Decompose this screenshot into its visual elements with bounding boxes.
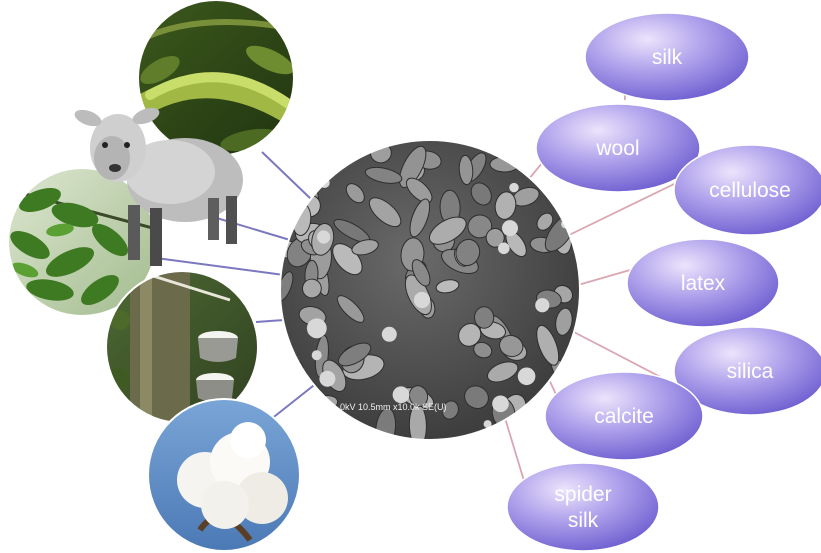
- particle-cluster: [498, 243, 510, 255]
- material-bubble-spider-silk: spidersilk: [507, 463, 659, 551]
- material-label-wool: wool: [595, 137, 639, 160]
- material-label-latex: latex: [681, 272, 726, 295]
- material-bubble-silk: silk: [585, 13, 749, 101]
- bubble-shape: [507, 463, 659, 551]
- material-label-calcite: calcite: [594, 405, 654, 428]
- particle-cluster: [518, 368, 536, 386]
- particle-cluster: [283, 199, 298, 214]
- particle-cluster: [317, 230, 330, 243]
- particle-cluster: [492, 396, 509, 413]
- material-bubble-cellulose: cellulose: [674, 145, 821, 235]
- particle-cluster: [535, 298, 549, 312]
- silkworm-photo: [130, 0, 305, 160]
- material-label-cellulose: cellulose: [709, 179, 791, 202]
- source-connector-silkworm: [262, 152, 312, 200]
- micrograph-caption: 0kV 10.5mm x10.0k SE(U): [340, 402, 447, 412]
- bacteria-micrograph: 0kV 10.5mm x10.0k SE(U): [268, 126, 584, 450]
- particle-cluster: [502, 220, 518, 236]
- material-bubble-calcite: calcite: [545, 372, 703, 460]
- particle-cluster: [414, 292, 430, 308]
- bacterium-cell: [305, 126, 343, 171]
- particle-cluster: [393, 386, 410, 403]
- material-label-silica: silica: [727, 360, 774, 383]
- material-label-silk: silk: [652, 46, 683, 69]
- particle-cluster: [312, 350, 322, 360]
- bacterium-cell: [297, 156, 321, 174]
- particle-cluster: [307, 318, 327, 338]
- particle-cluster: [319, 371, 335, 387]
- source-connector-rubber: [256, 320, 284, 322]
- material-bubble-latex: latex: [627, 239, 779, 327]
- source-connector-cotton: [270, 382, 318, 420]
- particle-cluster: [382, 327, 397, 342]
- bacterium-cell: [310, 126, 358, 167]
- bacterium-cell: [296, 400, 321, 427]
- bacterium-cell: [289, 133, 329, 168]
- particle-cluster: [509, 183, 518, 192]
